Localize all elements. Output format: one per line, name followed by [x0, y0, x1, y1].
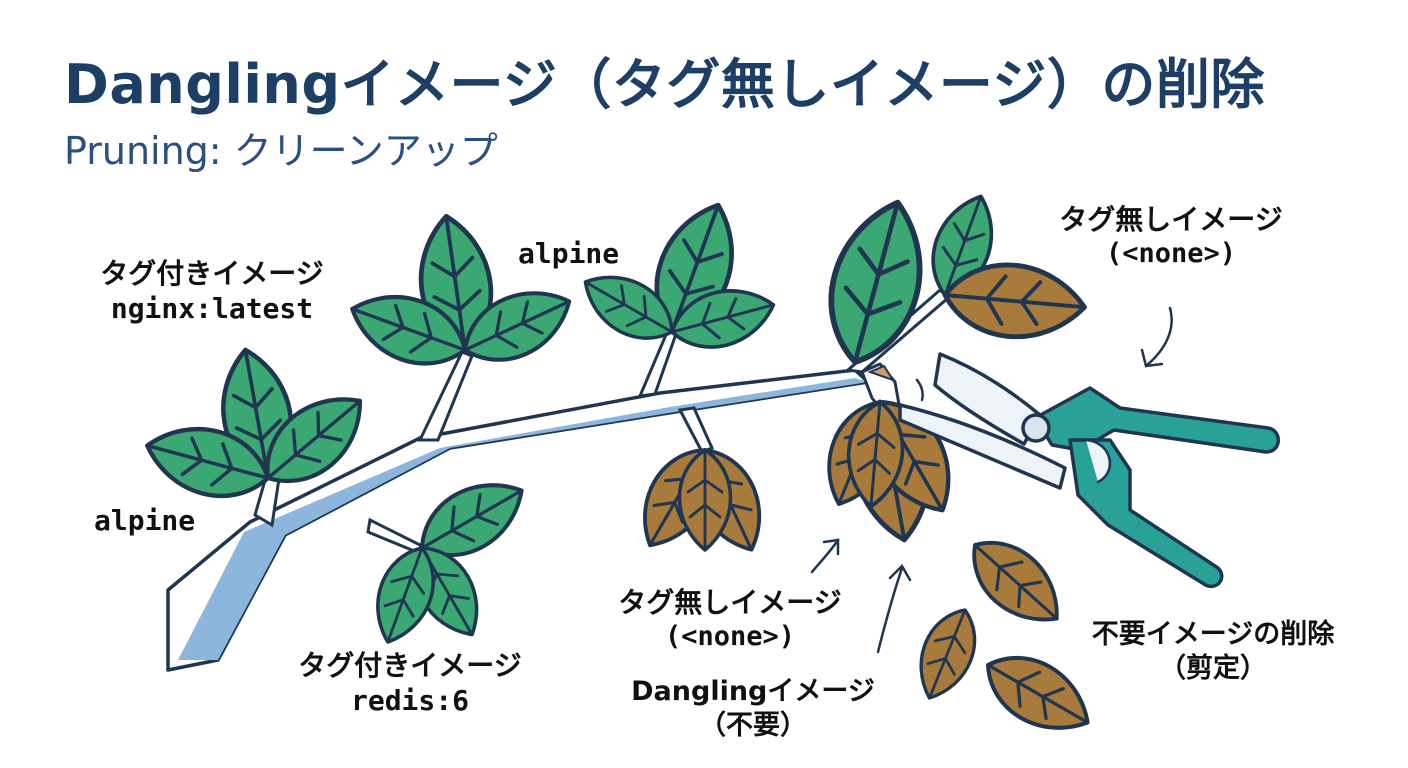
label-alpine-top: alpine	[518, 236, 619, 271]
label-untagged-mid-line2: (<none>)	[664, 621, 796, 652]
label-alpine-top-text: alpine	[518, 237, 620, 270]
arrow-dangling-head	[888, 563, 912, 582]
label-tagged-redis-line2: redis:6	[350, 684, 469, 717]
label-dangling: Danglingイメージ （不要）	[608, 675, 898, 743]
label-untagged-top-line1: タグ無しイメージ	[1059, 203, 1283, 236]
page-title: Danglingイメージ（タグ無しイメージ）の削除	[64, 53, 1265, 116]
pruning-shears-icon	[898, 352, 1280, 589]
arrow-dangling	[876, 566, 904, 654]
leaf-cluster-redis	[362, 465, 536, 653]
page-subtitle: Pruning: クリーンアップ	[64, 129, 498, 173]
label-dangling-line2: （不要）	[699, 709, 807, 741]
arrow-mid-head	[822, 538, 840, 556]
leaf-cluster-alpine-top	[570, 193, 783, 360]
label-prune-line2: （剪定）	[1159, 652, 1267, 684]
label-tagged-redis: タグ付きイメージ redis:6	[270, 648, 550, 718]
label-untagged-top-line2: (<none>)	[1105, 238, 1237, 269]
label-tagged-nginx: タグ付きイメージ nginx:latest	[72, 256, 352, 326]
label-tagged-nginx-line2: nginx:latest	[110, 292, 314, 325]
label-alpine-left-text: alpine	[94, 504, 196, 537]
label-tagged-nginx-line1: タグ付きイメージ	[100, 257, 324, 290]
label-prune-line1: 不要イメージの削除	[1091, 619, 1335, 650]
motion-line	[915, 378, 924, 402]
label-untagged-top: タグ無しイメージ (<none>)	[1026, 202, 1316, 271]
label-alpine-left: alpine	[94, 503, 195, 538]
dangling-leaf-cluster-right	[810, 386, 970, 546]
arrow-icons	[810, 306, 1173, 654]
dangling-leaf-cluster-left	[623, 434, 779, 564]
label-untagged-mid: タグ無しイメージ (<none>)	[590, 585, 870, 654]
label-untagged-mid-line1: タグ無しイメージ	[618, 586, 842, 619]
label-prune: 不要イメージの削除 （剪定）	[1068, 618, 1358, 686]
label-tagged-redis-line1: タグ付きイメージ	[298, 649, 522, 682]
arrow-mid	[810, 538, 840, 574]
arrow-top-right-head	[1140, 348, 1164, 368]
arrow-top-right	[1144, 306, 1173, 368]
label-dangling-line1: Danglingイメージ	[631, 676, 875, 707]
